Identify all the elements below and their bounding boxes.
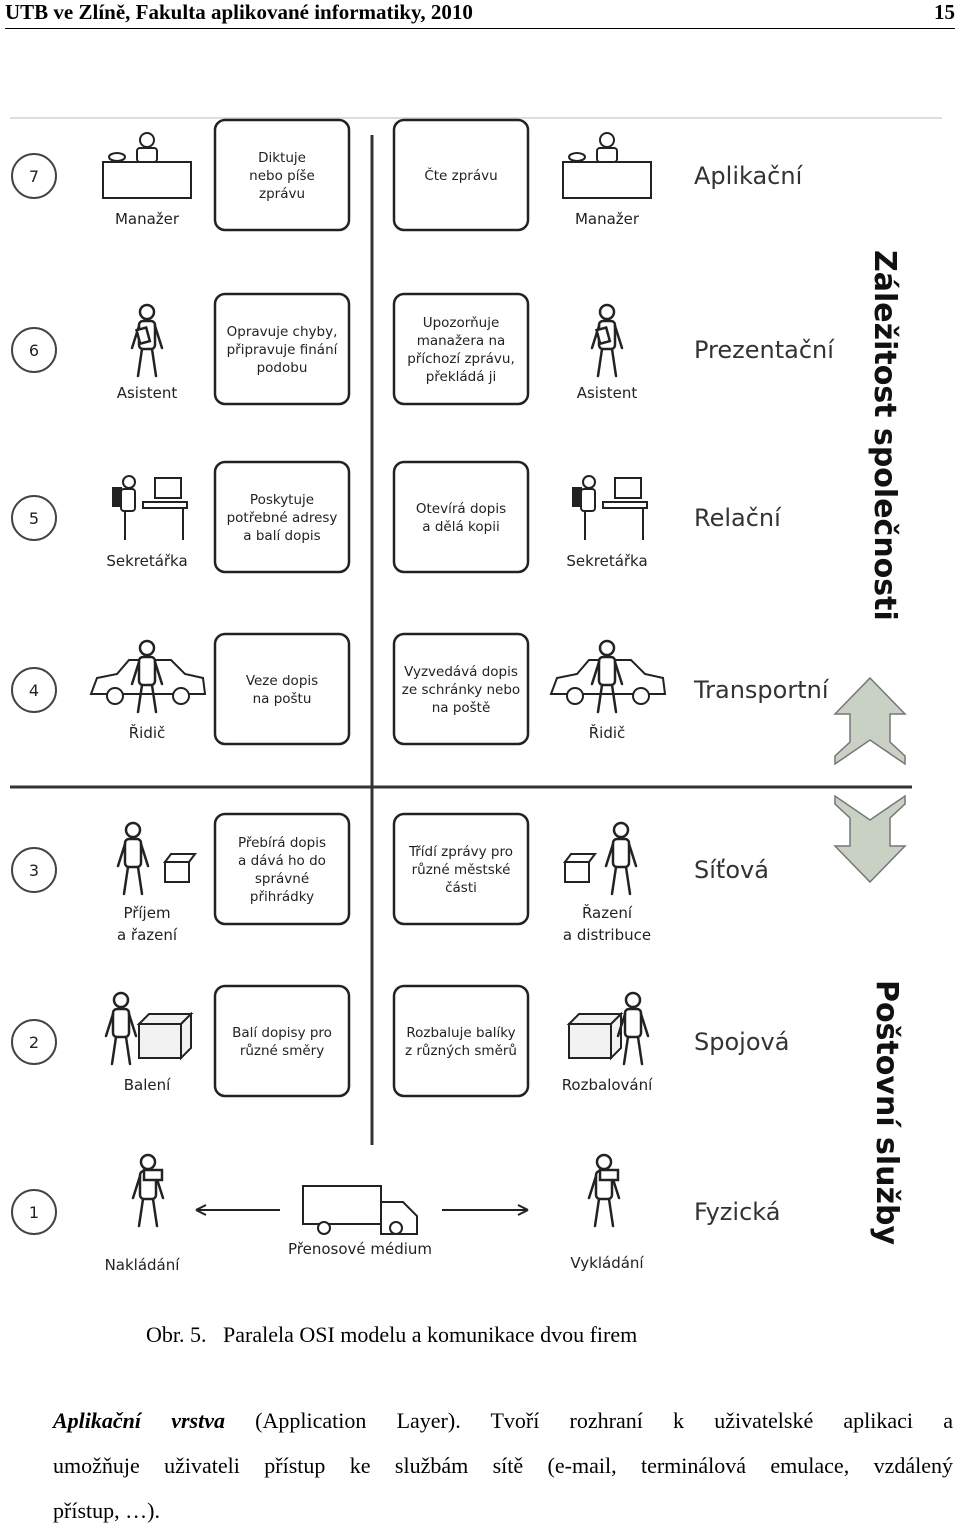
transport-arrow-down-icon: [833, 794, 907, 884]
layer-7-left-person-label: Manažer: [115, 210, 180, 228]
assistant-icon-left: [130, 303, 164, 378]
layer-3-left-box: [213, 812, 351, 926]
layer-1-name: Fyzická: [694, 1198, 780, 1226]
layer-6-name: Prezentační: [694, 336, 835, 364]
layer-6-number: 6: [29, 341, 39, 360]
layer-6-number-circle: [11, 327, 57, 373]
layer-7-right-box-text: Čte zprávu: [424, 166, 497, 184]
layer-4-left-person-label: Řidič: [129, 723, 166, 742]
transmission-truck-icon: [302, 1185, 418, 1235]
paragraph-term: Aplikační vrstva: [53, 1408, 225, 1433]
layer-5-name: Relační: [694, 504, 782, 532]
layer-3-number: 3: [29, 861, 39, 880]
layer-1-number-circle: [11, 1189, 57, 1235]
layer-3-name: Síťová: [694, 856, 769, 884]
secretary-computer-icon-right: [572, 475, 648, 540]
sorting-person-icon-right: [563, 853, 597, 883]
packing-box-icon-left: [136, 1011, 194, 1061]
paragraph-line-1: Aplikační vrstva (Application Layer). Tv…: [53, 1398, 953, 1443]
layer-2-left-box: [213, 984, 351, 1098]
layer-5-number: 5: [29, 509, 39, 528]
layer-7-left-box: [213, 118, 351, 232]
layer-2-right-person-label: Rozbalování: [562, 1076, 653, 1094]
layer-1-number: 1: [29, 1203, 39, 1222]
car-driver-icon-right-driver: [590, 639, 624, 714]
layer-3-right-box: [392, 812, 530, 926]
layer-1-left-person-label: Nakládání: [105, 1256, 181, 1274]
layer-3-number-circle: [11, 847, 57, 893]
page-header: UTB ve Zlíně, Fakulta aplikované informa…: [5, 0, 955, 29]
layer-7-name: Aplikační: [694, 162, 804, 190]
layer-6-left-box: [213, 292, 351, 406]
layer-2-left-person-label: Balení: [124, 1076, 171, 1094]
layer-5-right-person-label: Sekretářka: [566, 552, 647, 570]
sorting-person-icon-left: [163, 853, 197, 883]
packing-box-icon-right: [566, 1011, 624, 1061]
figure-caption: Obr. 5. Paralela OSI modelu a komunikace…: [146, 1322, 638, 1347]
layer-7-number: 7: [29, 167, 39, 186]
packing-box-icon-right-person: [616, 991, 650, 1066]
layer-2-name: Spojová: [694, 1028, 789, 1056]
side-label-postal: Poštovní služby: [869, 980, 904, 1245]
page-number: 15: [934, 0, 955, 24]
packing-box-icon-left-person: [104, 991, 138, 1066]
layer-1-right-person-label: Vykládání: [570, 1254, 644, 1272]
paragraph-line-3: přístup, …).: [53, 1498, 160, 1523]
layer-4-number: 4: [29, 681, 39, 700]
layer-4-right-person-label: Řidič: [589, 723, 626, 742]
layer-6-right-person-label: Asistent: [577, 384, 638, 402]
layer-2-number: 2: [29, 1033, 39, 1052]
layer-6-right-box: [392, 292, 530, 406]
paragraph-line-1-text: (Application Layer). Tvoří rozhraní k už…: [224, 1408, 953, 1433]
layer-7-right-person-label: Manažer: [575, 210, 640, 228]
layer-4-number-circle: [11, 667, 57, 713]
sorting-person-icon-left-person: [116, 821, 150, 896]
transport-arrow-up-icon: [833, 676, 907, 766]
layer-6-left-person-label: Asistent: [117, 384, 178, 402]
layer-5-left-box: [213, 460, 351, 574]
header-title: UTB ve Zlíně, Fakulta aplikované informa…: [5, 0, 473, 24]
desk-manager-icon-right: [562, 132, 652, 199]
layer-4-left-box: [213, 632, 351, 746]
layer-1-medium-label: Přenosové médium: [288, 1240, 432, 1258]
paragraph-line-2: umožňuje uživateli přístup ke službám sí…: [53, 1453, 953, 1478]
layer-7-right-box: [392, 118, 530, 232]
truck-icon-left: [131, 1153, 165, 1228]
layer-2-number-circle: [11, 1019, 57, 1065]
layer-4-name: Transportní: [693, 676, 830, 704]
car-driver-icon-left-driver: [130, 639, 164, 714]
layer-4-right-box: [392, 632, 530, 746]
truck-icon-right: [587, 1153, 621, 1228]
layer-5-number-circle: [11, 495, 57, 541]
desk-manager-icon-left: [102, 132, 192, 199]
layer-2-right-box: [392, 984, 530, 1098]
medium-arrows: [195, 1204, 529, 1216]
side-label-company: Záležitost společnosti: [867, 250, 902, 621]
layer-7-number-circle: [11, 153, 57, 199]
layer-5-left-person-label: Sekretářka: [106, 552, 187, 570]
assistant-icon-right: [590, 303, 624, 378]
layer-5-right-box: [392, 460, 530, 574]
secretary-computer-icon-left: [112, 475, 188, 540]
sorting-person-icon-right-person: [604, 821, 638, 896]
